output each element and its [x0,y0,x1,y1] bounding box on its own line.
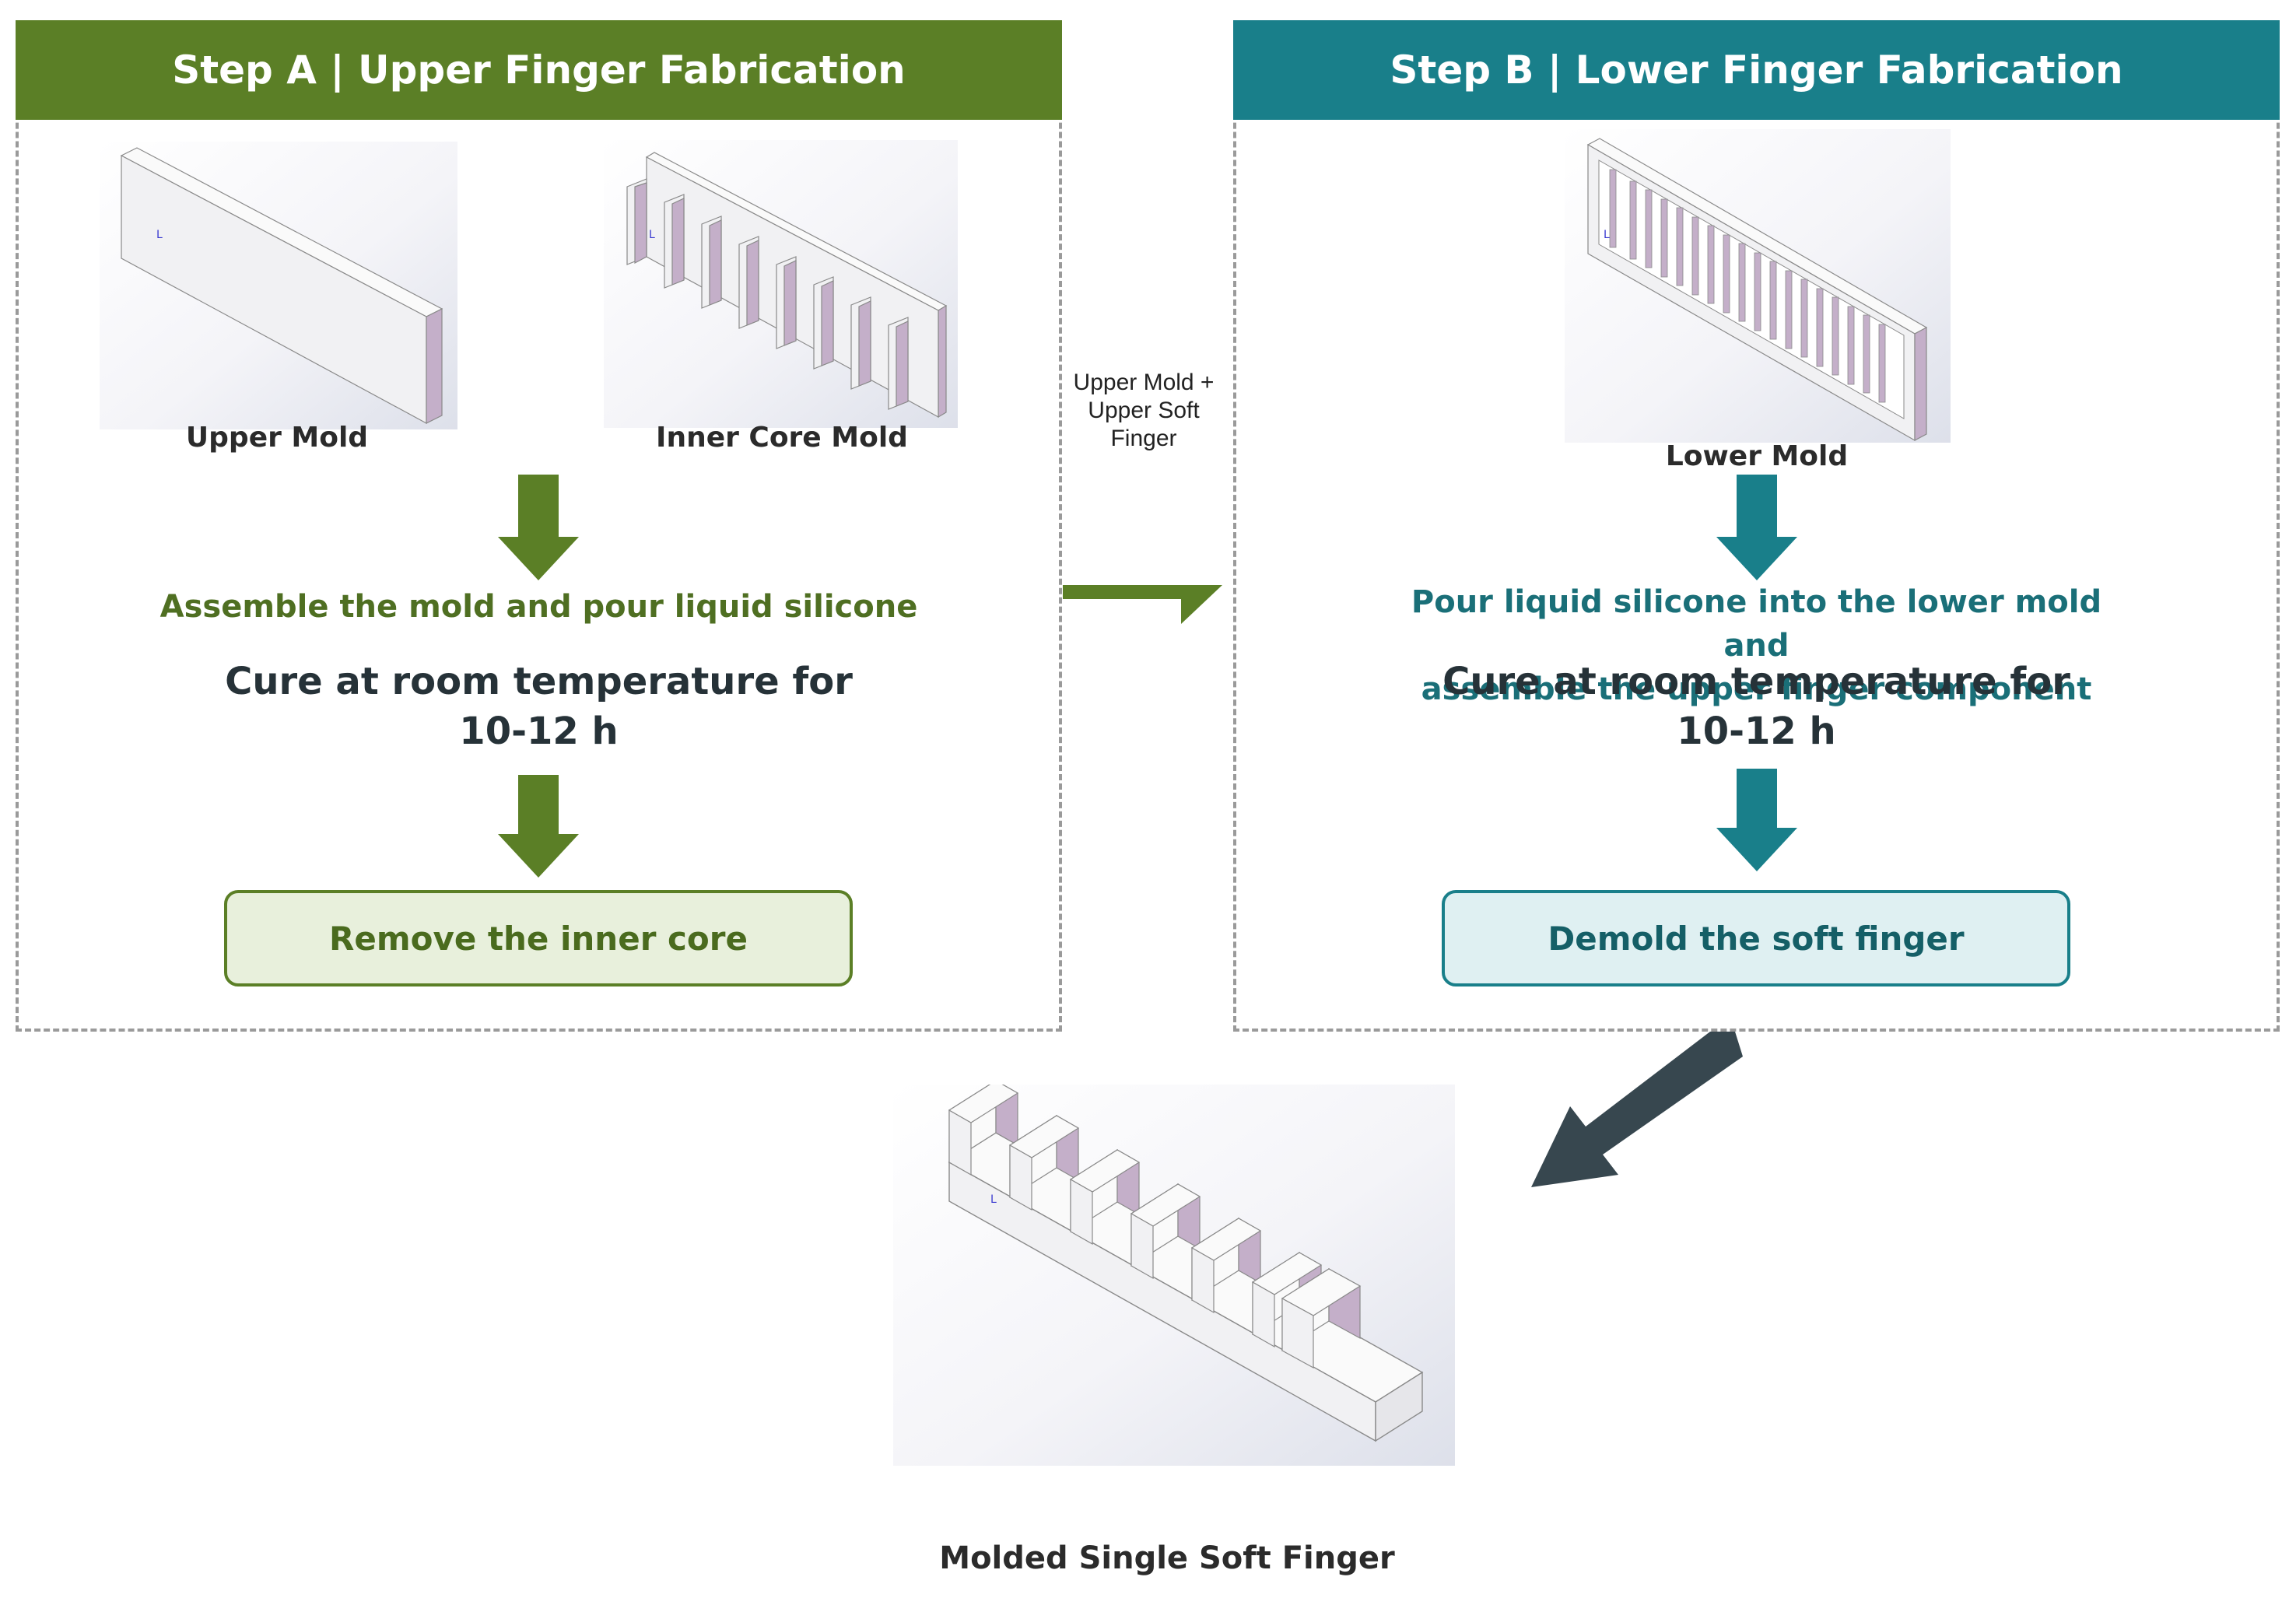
inner-core-mold-label: Inner Core Mold [656,422,908,454]
svg-text:L: L [1604,229,1610,241]
upper-mold-image: L [100,142,457,429]
step-b-instruction: Pour liquid silicone into the lower mold… [1385,580,2128,711]
step-b-header: Step B | Lower Finger Fabrication [1233,20,2280,120]
step-b-cure-line-2: 10-12 h [1677,710,1836,753]
down-arrow-icon [498,475,579,580]
lower-mold-label: Lower Mold [1665,440,1849,472]
step-a-cure-line-2: 10-12 h [459,710,619,753]
svg-text:L: L [649,229,655,241]
step-a-header: Step A | Upper Finger Fabrication [16,20,1062,120]
step-b-instruction-line-2: assemble the upper finger component [1421,671,2092,707]
connector-line-3: Finger [1110,426,1177,451]
step-b-title: Step B | Lower Finger Fabrication [1390,47,2123,93]
diagonal-arrow-icon [1531,1025,1743,1195]
connector-line-2: Upper Soft [1088,398,1200,423]
step-a-title: Step A | Upper Finger Fabrication [172,47,906,93]
step-a-cure-time: Cure at room temperature for 10-12 h [202,657,875,756]
svg-text:L: L [990,1193,997,1206]
step-b-action-box: Demold the soft finger [1442,890,2070,986]
svg-text:L: L [156,229,163,241]
step-b-cure-time: Cure at room temperature for 10-12 h [1420,657,2093,756]
step-b-instruction-line-1: Pour liquid silicone into the lower mold… [1411,584,2102,664]
lower-mold-image: L [1565,129,1951,443]
down-arrow-icon [1716,769,1797,871]
down-arrow-icon [1716,475,1797,580]
down-arrow-icon [498,775,579,878]
step-a-instruction: Assemble the mold and pour liquid silico… [159,589,918,625]
step-a-cure-line-1: Cure at room temperature for [225,660,853,703]
connector-line-1: Upper Mold + [1073,370,1215,395]
step-a-action-box: Remove the inner core [224,890,853,986]
final-result-label: Molded Single Soft Finger [939,1540,1395,1576]
upper-mold-label: Upper Mold [185,422,369,454]
connector-arrow-icon [1063,585,1222,629]
connector-label: Upper Mold + Upper Soft Finger [1058,369,1229,453]
step-b-cure-line-1: Cure at room temperature for [1442,660,2070,703]
inner-core-mold-image: L [604,140,958,428]
molded-finger-image: L [893,1079,1455,1466]
